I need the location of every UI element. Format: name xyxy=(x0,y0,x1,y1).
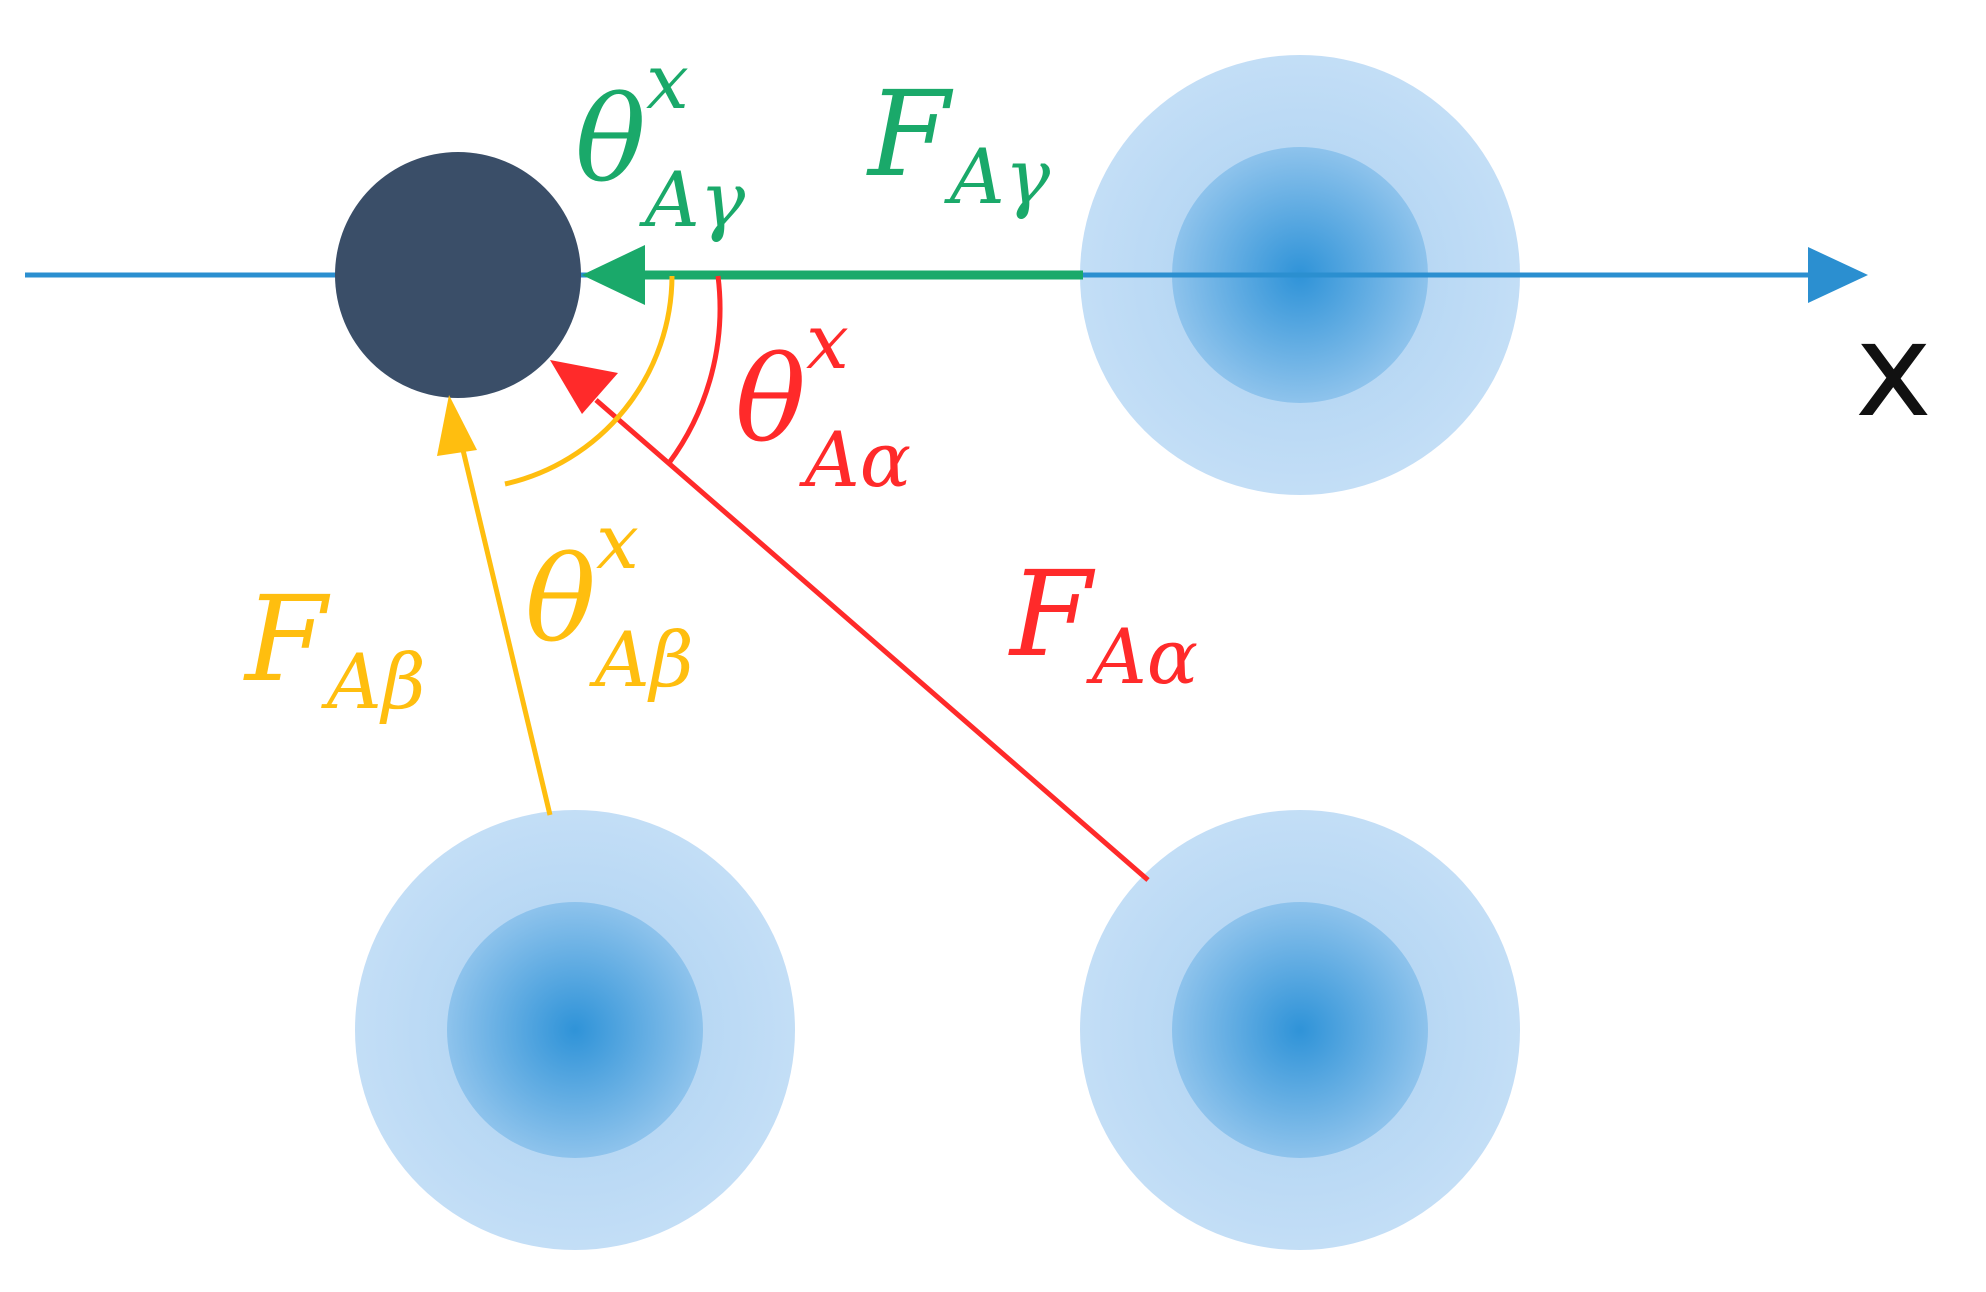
force-label-beta: FAβ xyxy=(243,570,426,726)
angle-arc-alpha xyxy=(666,275,723,465)
angle-arc-beta xyxy=(504,275,675,487)
force-label-gamma: FAγ xyxy=(866,65,1051,221)
particle-a xyxy=(335,152,581,398)
axis-label: x xyxy=(1855,294,1932,446)
neighbor-particle-beta xyxy=(355,810,795,1250)
neighbor-particle-alpha xyxy=(1080,810,1520,1250)
force-arrow-beta xyxy=(437,395,553,816)
force-label-alpha: FAα xyxy=(1008,545,1198,701)
force-arrow-alpha xyxy=(550,360,1150,882)
force-arrow-gamma xyxy=(582,245,1083,305)
